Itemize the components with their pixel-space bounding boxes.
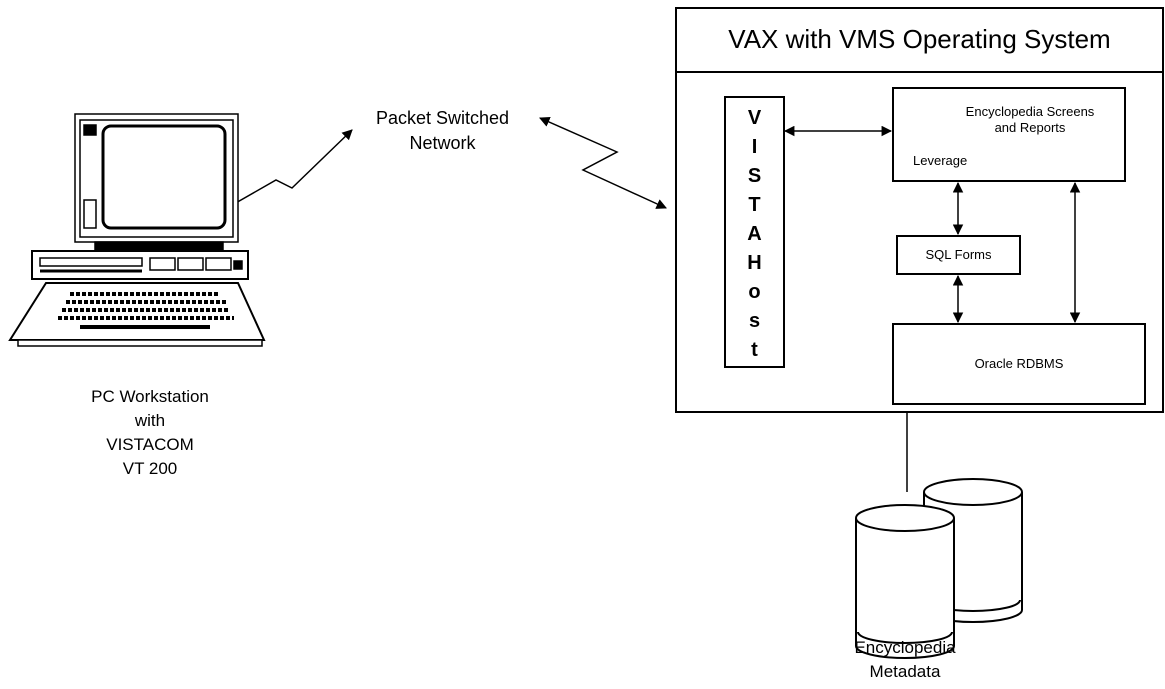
vista-host-label: V I S T A H o s t — [725, 104, 784, 365]
workstation-line: VT 200 — [122, 459, 178, 478]
workstation-label: PC Workstation with VISTACOM VT 200 — [40, 385, 260, 481]
vista-host-letter: H — [747, 252, 762, 274]
vax-system-box — [675, 7, 1164, 413]
database-label: Encyclopedia Metadata — [830, 636, 980, 684]
encyclopedia-screens-line1: Encyclopedia Screens — [965, 104, 1095, 119]
vista-host-letter: A — [747, 223, 762, 245]
oracle-rdbms-box — [892, 323, 1146, 405]
database-icon — [855, 478, 1023, 659]
network-vax-link — [539, 117, 667, 209]
vax-system-title: VAX with VMS Operating System — [728, 24, 1111, 54]
network-label-line1: Packet Switched — [375, 108, 510, 128]
sql-forms-box — [896, 235, 1021, 275]
encyclopedia-screens-line2: and Reports — [994, 120, 1066, 135]
leverage-label: Leverage — [913, 153, 968, 168]
vista-host-box — [724, 96, 785, 368]
vista-host-letter: o — [748, 281, 761, 303]
workstation-line: with — [134, 411, 166, 430]
computer-icon — [8, 113, 266, 347]
workstation-line: VISTACOM — [106, 435, 194, 454]
sql-forms-label: SQL Forms — [925, 247, 992, 262]
vista-host-letter: T — [748, 194, 761, 216]
vista-host-letter: s — [748, 310, 761, 332]
database-line: Encyclopedia — [854, 638, 956, 657]
database-line: Metadata — [869, 662, 941, 681]
oracle-rdbms-label: Oracle RDBMS — [974, 356, 1064, 371]
workstation-line: PC Workstation — [91, 387, 209, 406]
vista-host-letter: t — [751, 339, 758, 361]
pc-network-link — [219, 129, 353, 213]
vista-host-letter: I — [751, 136, 758, 158]
vista-host-letter: S — [747, 165, 762, 187]
vista-host-letter: V — [747, 107, 762, 129]
network-label-line2: Network — [409, 133, 476, 153]
encyclopedia-screens-box — [892, 87, 1126, 182]
